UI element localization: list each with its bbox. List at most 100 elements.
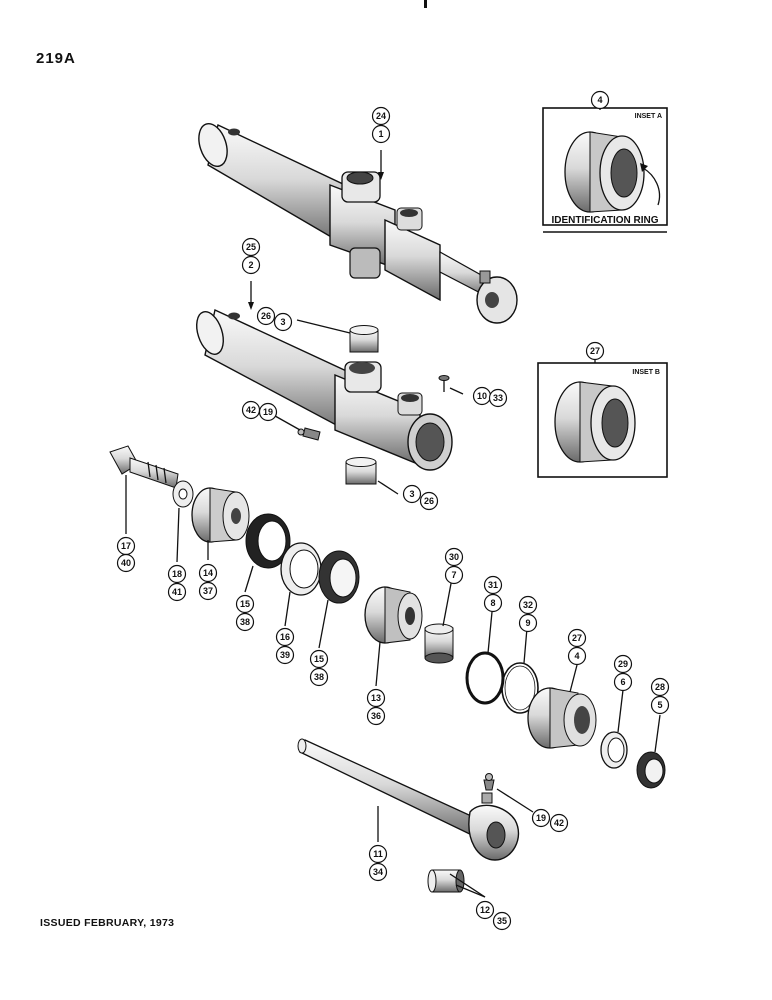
- callout-circle: [198, 563, 218, 583]
- callout-c12: 12: [475, 900, 495, 920]
- callout-circle: [613, 672, 633, 692]
- callout-c42b: 42: [549, 813, 569, 833]
- callout-c30: 30: [444, 547, 464, 567]
- callout-circle: [590, 90, 610, 110]
- callout-circle: [650, 677, 670, 697]
- callout-circle: [483, 593, 503, 613]
- callout-number: 27: [572, 633, 582, 643]
- callout-c40: 40: [116, 553, 136, 573]
- callout-c34: 34: [368, 862, 388, 882]
- callout-c1: 1: [371, 124, 391, 144]
- callout-number: 36: [371, 711, 381, 721]
- callout-number: 42: [246, 405, 256, 415]
- callout-c37: 37: [198, 581, 218, 601]
- callout-number: 28: [655, 682, 665, 692]
- callout-circle: [366, 688, 386, 708]
- rod-bushing: [427, 869, 465, 893]
- callout-circle: [167, 564, 187, 584]
- callout-circle: [368, 844, 388, 864]
- callout-c15b: 15: [309, 649, 329, 669]
- callout-number: 19: [536, 813, 546, 823]
- callout-number: 8: [490, 598, 495, 608]
- callout-number: 19: [263, 407, 273, 417]
- callout-number: 13: [371, 693, 381, 703]
- callout-number: 32: [523, 600, 533, 610]
- callout-c38b: 38: [309, 667, 329, 687]
- callout-number: 2: [248, 260, 253, 270]
- o-ring: [465, 651, 505, 705]
- callout-number: 37: [203, 586, 213, 596]
- callout-number: 6: [620, 677, 625, 687]
- callout-circle: [235, 612, 255, 632]
- grease-fitting-upper: [297, 427, 321, 441]
- callout-number: 15: [314, 654, 324, 664]
- callout-circle: [371, 106, 391, 126]
- callout-number: 3: [409, 489, 414, 499]
- callout-c2: 2: [241, 255, 261, 275]
- callout-circle: [475, 900, 495, 920]
- callout-circle: [567, 646, 587, 666]
- callout-c9: 9: [518, 613, 538, 633]
- callout-circle: [368, 862, 388, 882]
- callout-number: 4: [574, 651, 579, 661]
- callout-number: 41: [172, 587, 182, 597]
- rod-seal: [600, 731, 628, 769]
- callout-number: 10: [477, 391, 487, 401]
- callout-c13: 13: [366, 688, 386, 708]
- callout-circle: [567, 628, 587, 648]
- callout-c25: 25: [241, 237, 261, 257]
- callout-number: 31: [488, 580, 498, 590]
- callout-circle: [366, 706, 386, 726]
- callout-circle: [531, 808, 551, 828]
- callout-circle: [650, 695, 670, 715]
- grease-fitting-lower: [483, 773, 495, 791]
- screw: [438, 375, 450, 392]
- callout-c28: 28: [650, 677, 670, 697]
- callout-circle: [402, 484, 422, 504]
- callout-number: 4: [597, 95, 602, 105]
- callout-number: 40: [121, 558, 131, 568]
- callout-circle: [549, 813, 569, 833]
- callout-number: 29: [618, 659, 628, 669]
- callout-c19a: 19: [258, 402, 278, 422]
- inset-a-title: INSET A: [635, 113, 662, 120]
- callout-number: 26: [261, 311, 271, 321]
- callout-c15a: 15: [235, 594, 255, 614]
- callout-c24: 24: [371, 106, 391, 126]
- callout-circle: [419, 491, 439, 511]
- callout-circle: [241, 237, 261, 257]
- washer: [172, 480, 194, 508]
- callout-number: 18: [172, 569, 182, 579]
- callout-c27: 27: [567, 628, 587, 648]
- callout-number: 39: [280, 650, 290, 660]
- inset-b-title: INSET B: [632, 369, 660, 376]
- wiper-seal: [636, 751, 666, 789]
- callout-c31: 31: [483, 575, 503, 595]
- piston-seal: [364, 586, 423, 644]
- callout-c26b: 26: [419, 491, 439, 511]
- callout-circle: [488, 388, 508, 408]
- callout-c17: 17: [116, 536, 136, 556]
- callout-number: 27: [590, 346, 600, 356]
- callout-number: 38: [240, 617, 250, 627]
- cylinder-tube: [196, 308, 453, 471]
- callout-number: 9: [525, 618, 530, 628]
- stop-tube: [424, 623, 454, 664]
- callout-number: 38: [314, 672, 324, 682]
- callout-circle: [613, 654, 633, 674]
- callout-c19b: 19: [531, 808, 551, 828]
- head-gland: [527, 687, 597, 749]
- callout-circle: [273, 312, 293, 332]
- piston-bolt: [109, 445, 179, 489]
- callout-c41: 41: [167, 582, 187, 602]
- callout-circle: [275, 645, 295, 665]
- callout-c42a: 42: [241, 400, 261, 420]
- callout-number: 25: [246, 242, 256, 252]
- callout-number: 17: [121, 541, 131, 551]
- callout-number: 42: [554, 818, 564, 828]
- callout-c32: 32: [518, 595, 538, 615]
- callout-c29: 29: [613, 654, 633, 674]
- callout-c36: 36: [366, 706, 386, 726]
